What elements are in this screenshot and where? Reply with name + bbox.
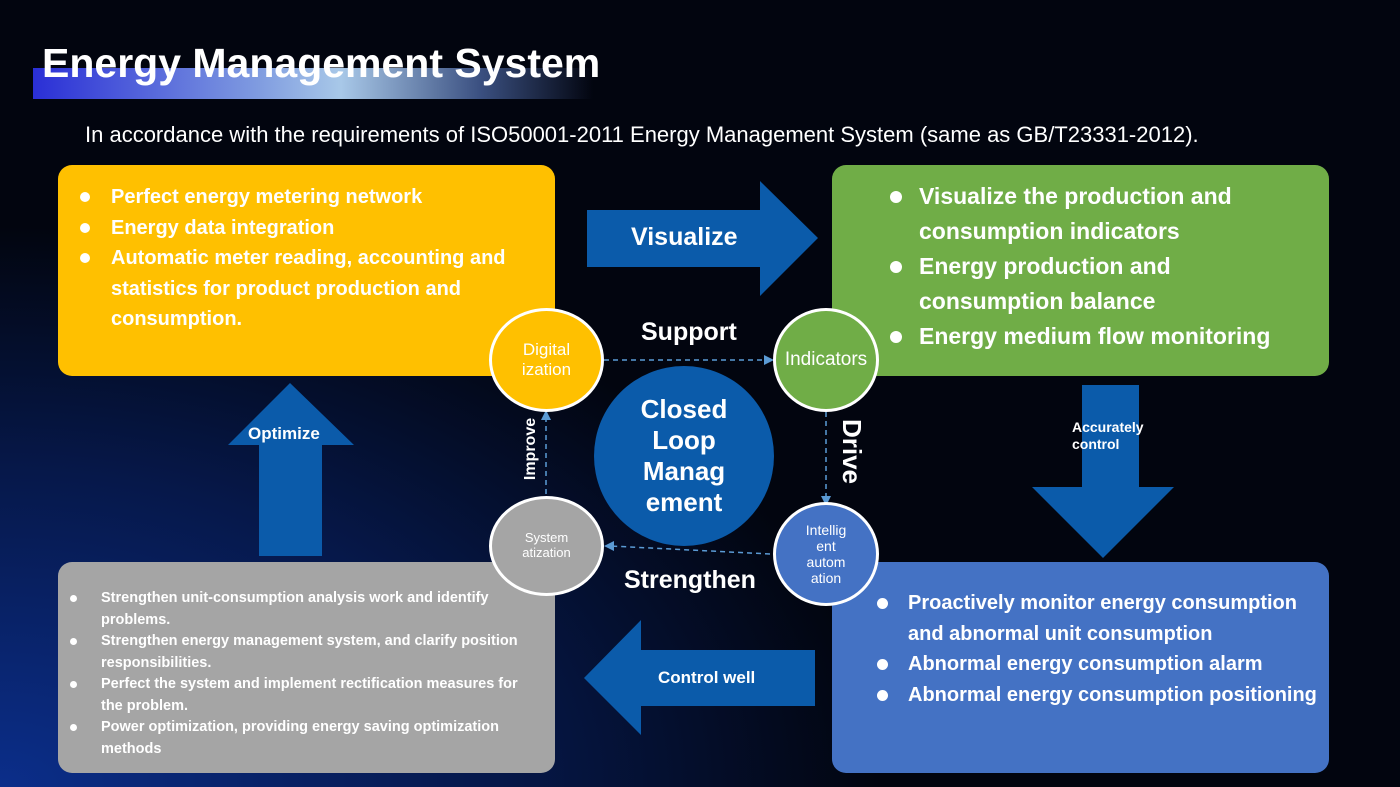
connector-arrowheads [541,355,831,551]
indicators-box: Visualize the production and consumption… [832,165,1329,376]
list-item: Strengthen unit-consumption analysis wor… [70,588,541,631]
drive-label: Drive [837,418,868,485]
list-item: Energy medium flow monitoring [890,319,1319,354]
strengthen-label: Strengthen [624,566,756,594]
visualize-label: Visualize [631,223,738,251]
loop-connectors [545,359,827,555]
accurately-control-arrow [1032,385,1174,558]
accurately-control-label: Accurately control [1072,419,1144,452]
improve-label: Improve [522,417,540,481]
list-item: Abnormal energy consumption alarm [877,649,1325,680]
list-item: Strengthen energy management system, and… [70,631,541,674]
control-well-label: Control well [658,668,756,687]
control-well-arrow [584,620,815,735]
optimize-arrow [228,383,354,556]
list-item: Perfect energy metering network [80,182,545,213]
optimization-box: Strengthen unit-consumption analysis wor… [58,562,555,773]
optimize-label: Optimize [248,424,320,443]
list-item: Proactively monitor energy consumption a… [877,588,1325,649]
list-item: Visualize the production and consumption… [890,179,1319,249]
list-item: Perfect the system and implement rectifi… [70,674,541,717]
list-item: Abnormal energy consumption positioning [877,680,1325,711]
closed-loop-circle: Closed Loop Manag ement [594,366,774,546]
systematization-circle: System atization [489,496,604,596]
title-highlight-bar [33,68,593,99]
intelligent-automation-circle: Intellig ent autom ation [773,502,879,606]
list-item: Power optimization, providing energy sav… [70,717,541,760]
visualize-arrow [587,181,818,296]
digitalization-circle: Digital ization [489,308,604,412]
list-item: Energy production and consumption balanc… [890,249,1319,319]
indicators-circle: Indicators [773,308,879,412]
page-title: Energy Management System [42,40,601,86]
list-item: Automatic meter reading, accounting and … [80,243,545,335]
metering-box: Perfect energy metering network Energy d… [58,165,555,376]
monitoring-box: Proactively monitor energy consumption a… [832,562,1329,773]
subtitle: In accordance with the requirements of I… [85,122,1199,147]
list-item: Energy data integration [80,213,545,244]
support-label: Support [641,318,737,346]
